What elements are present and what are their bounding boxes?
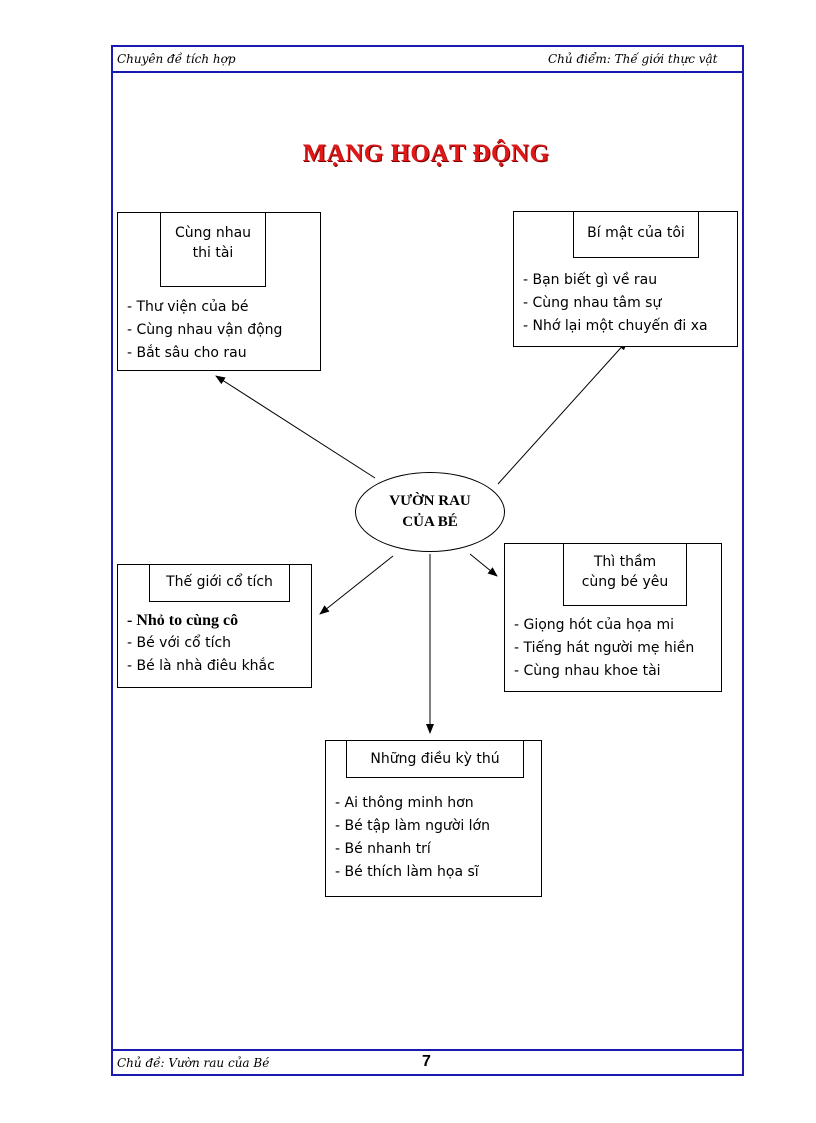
list-item: - Bé tập làm người lớn <box>335 818 490 834</box>
activity-list: - Giọng hót của họa mi - Tiếng hát người… <box>514 614 694 683</box>
activity-box-thi-tham-cung-be-yeu: Thì thầm cùng bé yêu - Giọng hót của họa… <box>504 543 722 692</box>
arrow-to-top-left <box>215 375 376 479</box>
box-heading: Thì thầm cùng bé yêu <box>563 543 687 606</box>
list-item: - Nhớ lại một chuyến đi xa <box>523 318 708 334</box>
list-item: - Tiếng hát người mẹ hiền <box>514 640 695 656</box>
list-item: - Bé là nhà điêu khắc <box>127 658 275 674</box>
list-item: - Bắt sâu cho rau <box>127 345 247 361</box>
box-heading-line: cùng bé yêu <box>581 574 669 590</box>
page-number: 7 <box>422 1053 431 1070</box>
arrow-to-top-right <box>497 340 628 485</box>
list-item: - Bạn biết gì về rau <box>523 272 658 288</box>
arrow-to-middle-left <box>319 555 394 615</box>
footer-rule <box>113 1049 742 1051</box>
box-heading-line: Cùng nhau <box>174 225 252 241</box>
activity-list: - Ai thông minh hơn - Bé tập làm người l… <box>335 792 490 884</box>
box-heading: Cùng nhau thi tài <box>160 212 266 287</box>
box-heading-line: Bí mật của tôi <box>587 225 685 241</box>
page-title: MẠNG HOẠT ĐỘNG <box>302 140 550 167</box>
page-border <box>111 45 744 1076</box>
list-item: - Ai thông minh hơn <box>335 795 474 811</box>
list-item: - Bé nhanh trí <box>335 841 431 857</box>
activity-list: - Nhỏ to cùng cô - Bé với cổ tích - Bé l… <box>127 609 275 678</box>
list-item: - Cùng nhau vận động <box>127 322 283 338</box>
box-heading-line: Những điều kỳ thú <box>370 751 500 767</box>
box-heading: Những điều kỳ thú <box>346 740 524 778</box>
list-item: - Bé thích làm họa sĩ <box>335 864 479 880</box>
box-heading: Bí mật của tôi <box>573 211 699 258</box>
arrow-to-middle-right <box>469 553 498 577</box>
activity-list: - Bạn biết gì về rau - Cùng nhau tâm sự … <box>523 269 708 338</box>
header-left-text: Chuyên đề tích hợp <box>117 52 236 66</box>
header-rule <box>113 71 742 73</box>
box-heading-line: Thế giới cổ tích <box>166 574 273 590</box>
central-topic-line: VƯỜN RAU <box>389 493 471 509</box>
activity-box-bi-mat-cua-toi: Bí mật của tôi - Bạn biết gì về rau - Cù… <box>513 211 738 347</box>
list-item: - Thư viện của bé <box>127 299 249 315</box>
list-item: - Giọng hót của họa mi <box>514 617 674 633</box>
box-heading-line: thi tài <box>192 245 234 261</box>
activity-box-the-gioi-co-tich: Thế giới cổ tích - Nhỏ to cùng cô - Bé v… <box>117 564 312 688</box>
central-topic-line: CỦA BÉ <box>402 514 458 530</box>
list-item: - Bé với cổ tích <box>127 635 232 651</box>
list-item: - Cùng nhau tâm sự <box>523 295 662 311</box>
activity-list: - Thư viện của bé - Cùng nhau vận động -… <box>127 296 282 365</box>
box-heading-line: Thì thầm <box>593 554 657 570</box>
list-item: - Nhỏ to cùng cô <box>127 612 239 629</box>
box-heading: Thế giới cổ tích <box>149 564 290 602</box>
header-right-text: Chủ điểm: Thế giới thực vật <box>548 52 718 66</box>
activity-box-cung-nhau-thi-tai: Cùng nhau thi tài - Thư viện của bé - Cù… <box>117 212 321 371</box>
footer-left-text: Chủ đề: Vườn rau của Bé <box>117 1056 270 1070</box>
activity-box-nhung-dieu-ky-thu: Những điều kỳ thú - Ai thông minh hơn - … <box>325 740 542 897</box>
list-item: - Cùng nhau khoe tài <box>514 663 661 679</box>
central-topic-ellipse: VƯỜN RAU CỦA BÉ <box>355 472 505 552</box>
